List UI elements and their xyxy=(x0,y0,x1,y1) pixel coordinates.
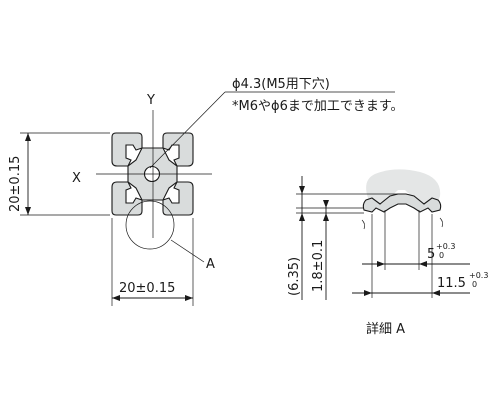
dim-5-tol-lower: 0 xyxy=(439,251,444,260)
detail-vertical-dims xyxy=(296,176,398,300)
height-dimension xyxy=(20,132,110,216)
dim-5-tol-upper: +0.3 xyxy=(436,242,455,251)
hole-spec-text: ϕ4.3(M5用下穴) xyxy=(232,77,330,92)
detail-slot-profile xyxy=(362,193,442,213)
detail-horizontal-dims xyxy=(352,210,470,298)
aluminum-profile xyxy=(111,132,194,250)
tap-note-text: *M6やϕ6まで加工できます。 xyxy=(232,99,404,114)
profile-corner-bottom-right xyxy=(162,181,194,216)
hole-leader-line xyxy=(149,91,226,169)
x-axis-label: X xyxy=(72,171,81,186)
detail-title: 詳細 A xyxy=(366,321,405,337)
width-dimension-text: 20±0.15 xyxy=(119,281,175,296)
break-mark-right xyxy=(439,217,444,228)
detail-a-view xyxy=(361,169,444,230)
y-axis-label: Y xyxy=(146,93,155,108)
profile-corner-top-left xyxy=(111,132,143,167)
break-mark-left xyxy=(361,219,366,230)
dim-1-8-text: 1.8±0.1 xyxy=(311,240,326,292)
height-dimension-text: 20±0.15 xyxy=(8,156,23,212)
dim-11-5-tol-lower: 0 xyxy=(472,280,477,289)
dim-11-5-text: 11.5 xyxy=(437,276,466,291)
detail-a-ref: A xyxy=(206,257,215,272)
dim-11-5-tol-upper: +0.3 xyxy=(469,271,488,280)
detail-a-leader xyxy=(170,239,205,263)
width-dimension xyxy=(111,218,194,306)
profile-corner-top-right xyxy=(162,132,194,167)
dim-5-text: 5 xyxy=(427,247,435,262)
detail-ghost-shape xyxy=(366,169,441,208)
dim-6-35-text: (6.35) xyxy=(287,257,302,296)
detail-circle-a xyxy=(125,200,175,250)
